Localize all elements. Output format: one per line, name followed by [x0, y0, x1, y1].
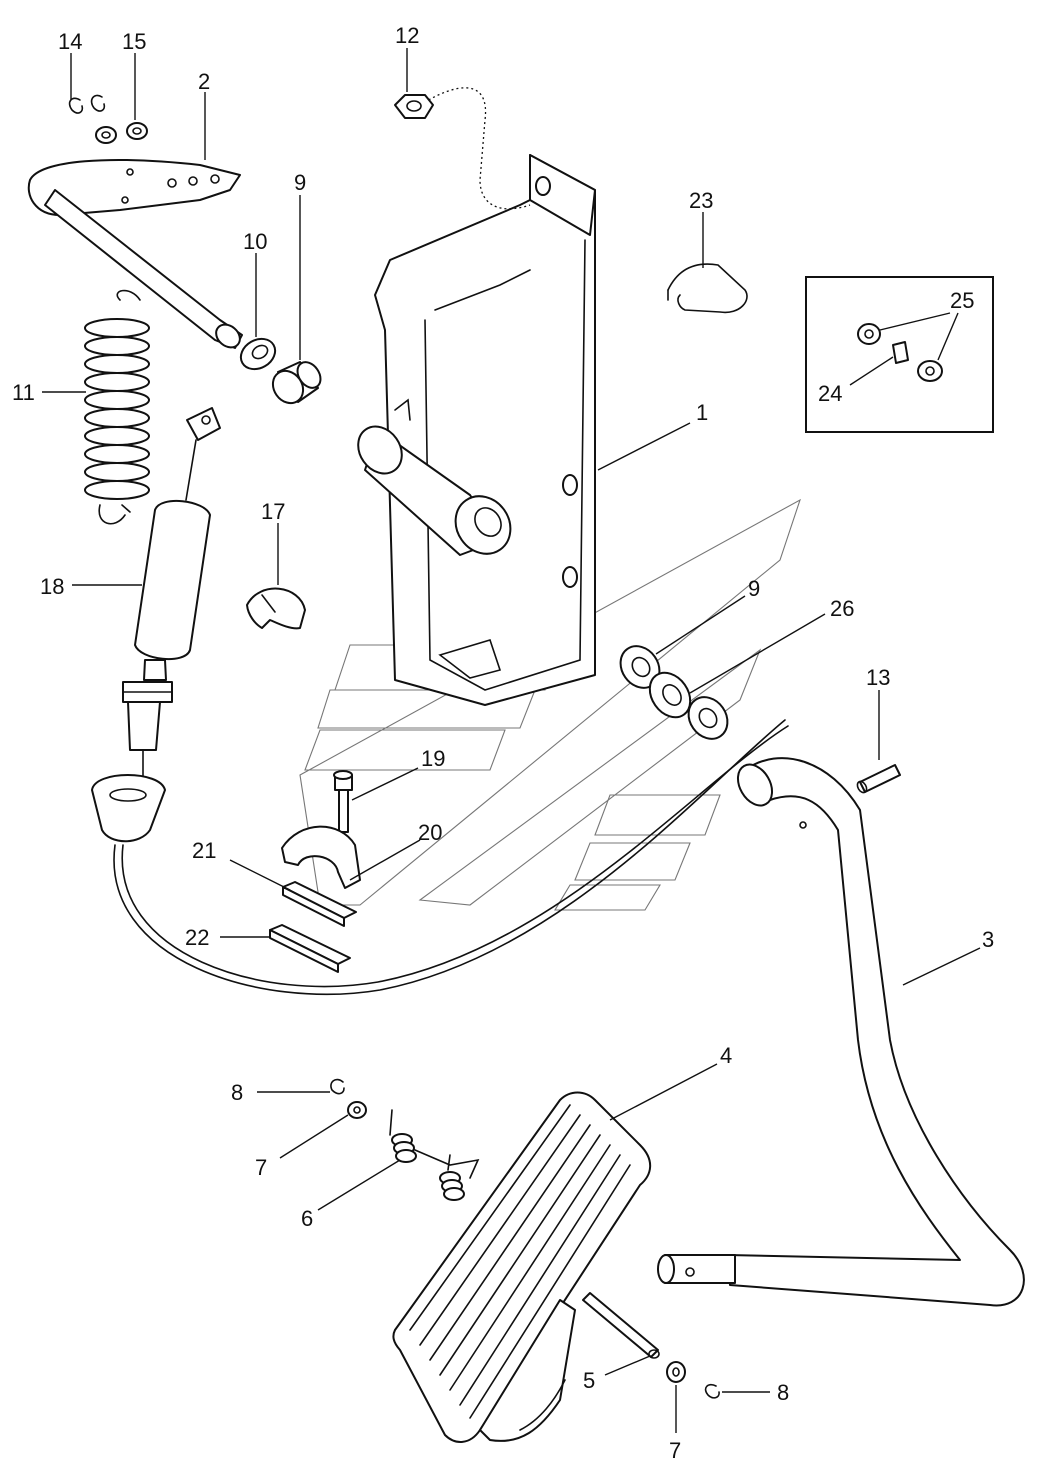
callout-labels: 14 15 2 12 9 10 23 25 24 1 11 17 18 9 26…: [12, 23, 994, 1463]
plate-part-21: [282, 881, 357, 927]
callout-6: 6: [301, 1206, 313, 1231]
clip-part-14: [68, 94, 106, 114]
callout-23: 23: [689, 188, 713, 213]
washer-part-15: [95, 122, 148, 144]
callout-13: 13: [866, 665, 890, 690]
callout-10: 10: [243, 229, 267, 254]
callout-9-upper: 9: [294, 170, 306, 195]
callout-24: 24: [818, 381, 842, 406]
washer-part-10: [239, 337, 277, 371]
pin-part-5: [582, 1292, 660, 1359]
callout-8-upper: 8: [231, 1080, 243, 1105]
torsion-spring-part-6: [389, 1109, 480, 1201]
callout-17: 17: [261, 499, 285, 524]
washer-part-7-lower: [666, 1361, 686, 1383]
callout-19: 19: [421, 746, 445, 771]
callout-3: 3: [982, 927, 994, 952]
leader-lines: [42, 48, 981, 1433]
spring-clip-part-23: [667, 263, 748, 314]
washer-part-7-upper: [347, 1101, 367, 1119]
callout-4: 4: [720, 1043, 732, 1068]
lever-shaft-part-2: [27, 159, 243, 349]
callout-7-lower: 7: [669, 1438, 681, 1463]
callout-1: 1: [696, 400, 708, 425]
bolt-part-19: [333, 770, 353, 833]
pedal-rod-part-3: [657, 757, 1025, 1307]
clip-part-17: [246, 587, 306, 630]
nut-part-12: [394, 87, 531, 210]
callout-20: 20: [418, 820, 442, 845]
detail-box: [805, 276, 994, 433]
callout-18: 18: [40, 574, 64, 599]
callout-9-lower: 9: [748, 576, 760, 601]
bracket-pivot-tube: [357, 425, 512, 556]
callout-2: 2: [198, 69, 210, 94]
plate-part-22: [269, 924, 351, 973]
pedal-pad-part-4: [392, 1091, 652, 1443]
callout-21: 21: [192, 838, 216, 863]
callout-26: 26: [830, 596, 854, 621]
callout-25: 25: [950, 288, 974, 313]
callout-22: 22: [185, 925, 209, 950]
pin-part-13: [856, 764, 901, 794]
callout-7-upper: 7: [255, 1155, 267, 1180]
bracket-part-1: [374, 154, 596, 706]
callout-8-lower: 8: [777, 1380, 789, 1405]
callout-14: 14: [58, 29, 82, 54]
bushing-part-9-upper: [271, 361, 322, 405]
callout-12: 12: [395, 23, 419, 48]
callout-15: 15: [122, 29, 146, 54]
clamp-part-20: [281, 825, 361, 889]
spring-part-11: [84, 289, 150, 525]
washer-part-26: [648, 671, 729, 740]
callout-11: 11: [12, 380, 35, 405]
callout-5: 5: [583, 1368, 595, 1393]
clip-part-8-upper: [330, 1078, 345, 1095]
clip-part-8-lower: [704, 1383, 720, 1399]
cable-part-18: [91, 407, 789, 996]
